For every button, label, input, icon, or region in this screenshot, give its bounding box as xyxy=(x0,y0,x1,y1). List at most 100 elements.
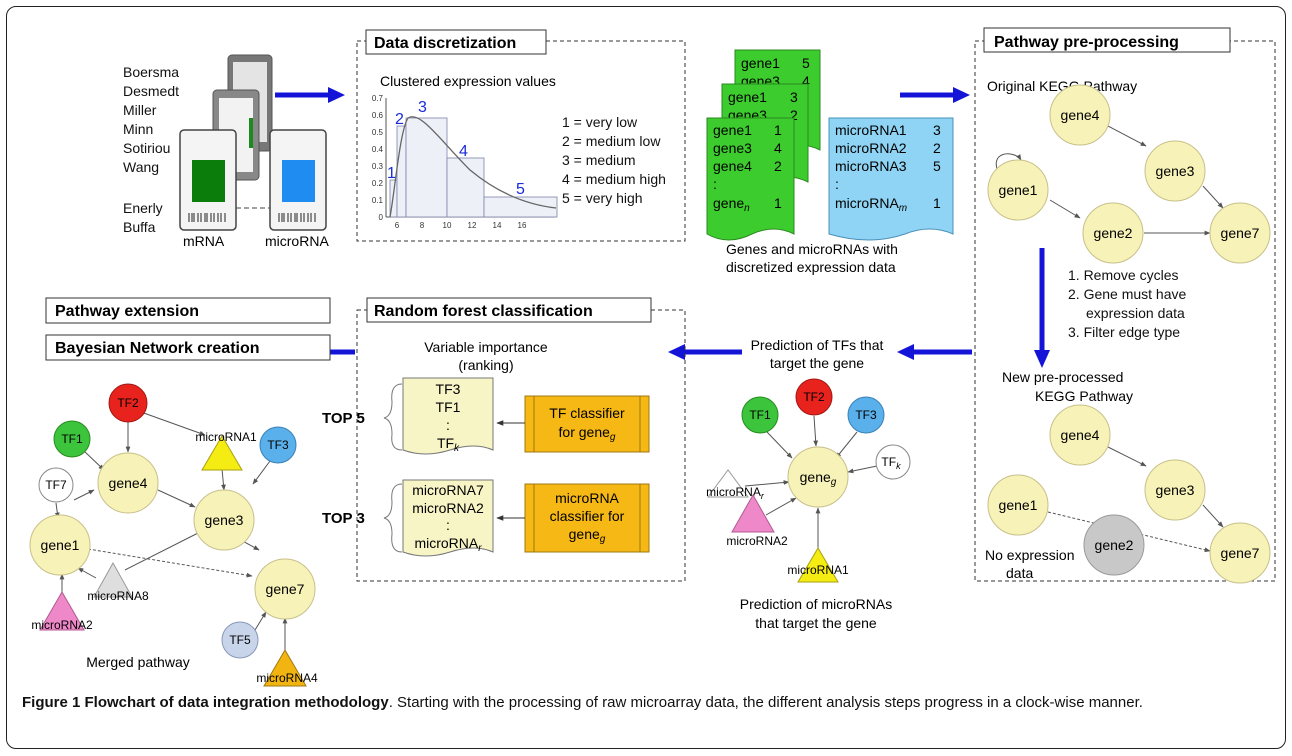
new-gene4-node xyxy=(1049,404,1111,466)
svg-text:1: 1 xyxy=(933,195,941,211)
prediction-mir2-triangle xyxy=(731,493,775,533)
orig-gene2-node xyxy=(1082,202,1144,264)
microrna-ranking-list xyxy=(402,479,494,557)
new-gene7-node xyxy=(1209,522,1271,584)
importance-title-2: (ranking) xyxy=(458,357,513,373)
y-tick-6: 0.6 xyxy=(372,111,384,120)
orig-gene7-node xyxy=(1209,202,1271,264)
prediction-gene-node xyxy=(787,446,849,508)
svg-text:microRNA3: microRNA3 xyxy=(835,158,907,174)
svg-text:TF2: TF2 xyxy=(117,396,139,410)
prediction-tfk-node xyxy=(875,444,911,480)
dataset-miller: Miller xyxy=(123,102,157,118)
arrow-left-2 xyxy=(668,344,685,360)
microrna-classifier-box xyxy=(524,483,650,553)
svg-text:gene2: gene2 xyxy=(1095,537,1134,553)
legend-very-low: 1 = very low xyxy=(562,114,638,130)
svg-text:gene7: gene7 xyxy=(266,581,305,597)
data-discretization-header xyxy=(365,29,547,55)
prediction-mir-r-triangle xyxy=(707,469,749,498)
svg-text:TF1: TF1 xyxy=(749,408,771,422)
bin-4 xyxy=(446,157,485,218)
top5-brace xyxy=(383,383,403,451)
merged-gene1-node xyxy=(29,514,91,576)
cluster-label-2: 2 xyxy=(395,111,404,128)
x-tick-16: 16 xyxy=(518,221,527,230)
svg-text:expression data: expression data xyxy=(1086,305,1185,321)
svg-text:for geneg: for geneg xyxy=(559,424,616,443)
y-tick-2: 0.2 xyxy=(372,179,384,188)
caption-text: . Starting with the processing of raw mi… xyxy=(388,694,1143,711)
cluster-label-5: 5 xyxy=(516,181,525,198)
svg-text:TF3: TF3 xyxy=(267,438,289,452)
new-gene2-node-no-data xyxy=(1083,514,1145,576)
prediction-tf1-node xyxy=(741,396,779,434)
svg-text:genen: genen xyxy=(713,195,750,214)
svg-text:TF3: TF3 xyxy=(436,381,461,397)
arrow-right-2 xyxy=(953,87,970,103)
dataset-desmedt: Desmedt xyxy=(123,83,179,99)
cluster-legend: 1 = very low 2 = medium low 3 = medium 4… xyxy=(562,114,666,206)
svg-text::: : xyxy=(835,176,839,192)
orig-gene4-node xyxy=(1049,84,1111,146)
sheets-caption-1: Genes and microRNAs with xyxy=(726,241,898,257)
pathway-preprocessing-title: Pathway pre-processing xyxy=(994,34,1179,51)
merged-mir1-triangle xyxy=(201,435,243,471)
prediction-tf2-node xyxy=(795,378,833,416)
svg-text:microRNAr: microRNAr xyxy=(706,485,765,501)
svg-text:1. Remove cycles: 1. Remove cycles xyxy=(1068,267,1178,283)
y-tick-1: 0.1 xyxy=(372,196,384,205)
svg-text:5: 5 xyxy=(933,158,941,174)
preprocessing-steps: 1. Remove cycles 2. Gene must have expre… xyxy=(1068,267,1187,340)
svg-text:gene4: gene4 xyxy=(1061,107,1100,123)
original-kegg-graph: gene4 gene3 gene1 gene2 gene7 xyxy=(987,84,1271,264)
merged-tf1-node xyxy=(53,420,91,458)
svg-text:3: 3 xyxy=(790,89,798,105)
svg-text:geneg: geneg xyxy=(569,526,606,545)
merged-pathway-caption: Merged pathway xyxy=(86,654,190,670)
pathway-preprocessing-header xyxy=(983,27,1231,53)
svg-text:gene1: gene1 xyxy=(728,89,767,105)
microarray-chips: mRNA microRNA xyxy=(179,54,329,249)
svg-text:gene4: gene4 xyxy=(109,475,148,491)
merged-tf7-node xyxy=(38,467,74,503)
svg-text:TF1: TF1 xyxy=(61,432,83,446)
flowchart-diagram: Boersma Desmedt Miller Minn Sotiriou Wan… xyxy=(29,27,1276,687)
cluster-label-4: 4 xyxy=(459,143,468,160)
bayesian-network-header xyxy=(45,334,331,361)
orig-gene1-node xyxy=(987,159,1049,221)
pathway-extension-header xyxy=(45,297,331,324)
tf-classifier-box xyxy=(524,395,650,453)
svg-text:gene1: gene1 xyxy=(41,537,80,553)
prediction-tf-caption-2: target the gene xyxy=(770,355,864,371)
prediction-graph: Prediction of TFs that target the gene g… xyxy=(706,337,911,631)
dataset-sotiriou: Sotiriou xyxy=(123,140,170,156)
merged-mir8-triangle xyxy=(93,561,133,598)
svg-text:microRNA8: microRNA8 xyxy=(87,589,149,603)
svg-text:gene7: gene7 xyxy=(1221,545,1260,561)
svg-text:microRNA2: microRNA2 xyxy=(412,500,484,516)
x-tick-8: 8 xyxy=(420,221,425,230)
svg-text:4: 4 xyxy=(802,73,810,89)
merged-gene3-node xyxy=(193,489,255,551)
y-tick-4: 0.4 xyxy=(372,145,384,154)
y-tick-3: 0.3 xyxy=(372,162,384,171)
new-kegg-title-2: KEGG Pathway xyxy=(1035,388,1133,404)
svg-text:gene3: gene3 xyxy=(1156,163,1195,179)
svg-text:TF3: TF3 xyxy=(855,408,877,422)
svg-text:gene4: gene4 xyxy=(713,158,752,174)
svg-text:gene1: gene1 xyxy=(741,55,780,71)
pathway-extension-title: Pathway extension xyxy=(55,303,199,320)
gene-expression-sheet xyxy=(706,117,795,241)
x-tick-10: 10 xyxy=(443,221,452,230)
x-tick-6: 6 xyxy=(395,221,400,230)
merged-pathway-graph: gene4 gene3 gene1 gene7 TF1 TF2 TF3 TF7 … xyxy=(29,383,318,687)
bayesian-network-title: Bayesian Network creation xyxy=(55,340,260,357)
bin-3 xyxy=(405,117,448,218)
dataset-list: Boersma Desmedt Miller Minn Sotiriou Wan… xyxy=(123,64,179,235)
x-tick-14: 14 xyxy=(493,221,502,230)
caption-label: Figure 1 Flowchart of data integration m… xyxy=(22,694,389,711)
dataset-boersma: Boersma xyxy=(123,64,179,80)
legend-very-high: 5 = very high xyxy=(562,190,643,206)
